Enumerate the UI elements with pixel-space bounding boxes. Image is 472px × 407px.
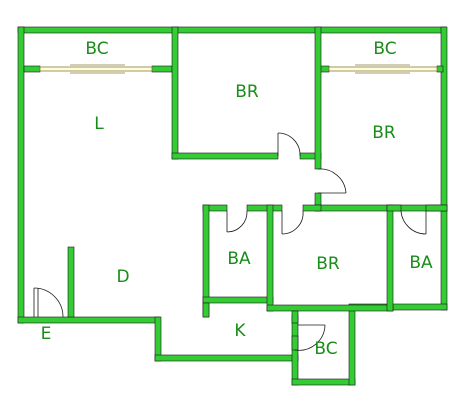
label-bc-top-right: BC bbox=[373, 39, 396, 59]
wall-br-top-middle-left bbox=[171, 26, 179, 160]
windows bbox=[39, 64, 438, 74]
wall-bottom-left bbox=[17, 316, 161, 324]
wall-bc-left-stub-b bbox=[151, 65, 173, 73]
doors bbox=[33, 132, 427, 351]
wall-kitchen-bc-stub bbox=[291, 335, 299, 351]
wall-dining-stub bbox=[67, 246, 75, 318]
wall-ba-center-top bbox=[246, 204, 283, 212]
wall-br-top-middle-bottom bbox=[171, 152, 279, 160]
room-labels: BC BC L BR BR BR BA BA D K BC E bbox=[41, 39, 433, 359]
door-br-center bbox=[281, 210, 304, 235]
window-bc-top-left bbox=[39, 64, 153, 74]
wall-bc-bottom-right bbox=[348, 309, 356, 386]
wall-br-center-right bbox=[386, 204, 394, 312]
wall-top bbox=[17, 26, 447, 34]
wall-ba-left-right bbox=[266, 204, 274, 312]
label-kitchen: K bbox=[234, 321, 246, 341]
label-ba-left: BA bbox=[227, 249, 251, 269]
door-entrance bbox=[33, 287, 64, 318]
window-bc-top-right bbox=[328, 64, 438, 74]
wall-kitchen-stub bbox=[202, 302, 210, 318]
door-br-right bbox=[317, 168, 347, 194]
label-bc-top-left: BC bbox=[85, 39, 108, 59]
door-br-top-middle bbox=[277, 132, 301, 157]
wall-ba-right-top-a bbox=[386, 204, 402, 212]
label-ba-right: BA bbox=[409, 253, 433, 273]
wall-ba-left-bottom bbox=[202, 296, 274, 304]
label-br-center: BR bbox=[316, 254, 340, 274]
wall-br-top-middle-right bbox=[314, 26, 322, 170]
label-entrance: E bbox=[41, 324, 52, 344]
wall-left bbox=[17, 26, 25, 324]
door-bc-bottom bbox=[294, 324, 326, 351]
wall-bc-bottom-bottom bbox=[291, 378, 356, 386]
wall-br-center-bottom bbox=[266, 304, 394, 312]
label-living: L bbox=[94, 114, 104, 134]
label-br-right: BR bbox=[372, 123, 396, 143]
door-ba-right bbox=[400, 210, 427, 235]
wall-bc-left-stub-a bbox=[23, 65, 41, 73]
label-br-top-middle: BR bbox=[235, 82, 259, 102]
inner-walls bbox=[23, 26, 448, 351]
wall-bc-right-stub-b bbox=[436, 65, 444, 73]
wall-kitchen-top-right bbox=[291, 310, 299, 324]
door-ba-left bbox=[226, 210, 248, 233]
label-bc-bottom: BC bbox=[314, 339, 337, 359]
wall-br-center-top bbox=[302, 204, 322, 212]
wall-kitchen-bottom bbox=[154, 354, 299, 362]
label-dining: D bbox=[116, 267, 129, 287]
wall-kitchen-left bbox=[154, 316, 162, 362]
wall-ba-right-top-b bbox=[425, 204, 448, 212]
